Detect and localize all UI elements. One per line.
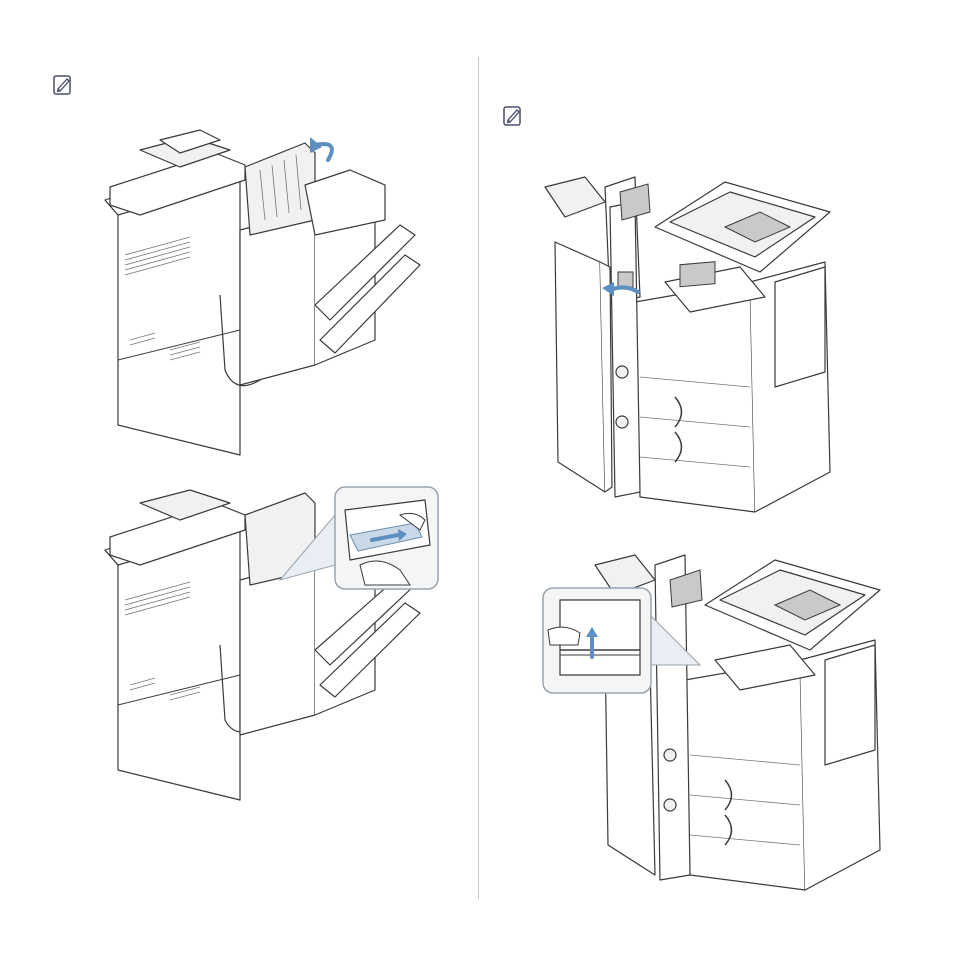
finisher-open-top-cover [100, 125, 445, 460]
finisher-lift-guide-lever [540, 545, 885, 895]
finisher-open-front-door [540, 172, 840, 517]
finisher-remove-jammed-paper [100, 485, 445, 805]
note-icon [52, 74, 74, 96]
column-divider [478, 57, 479, 899]
note-icon [502, 105, 524, 127]
